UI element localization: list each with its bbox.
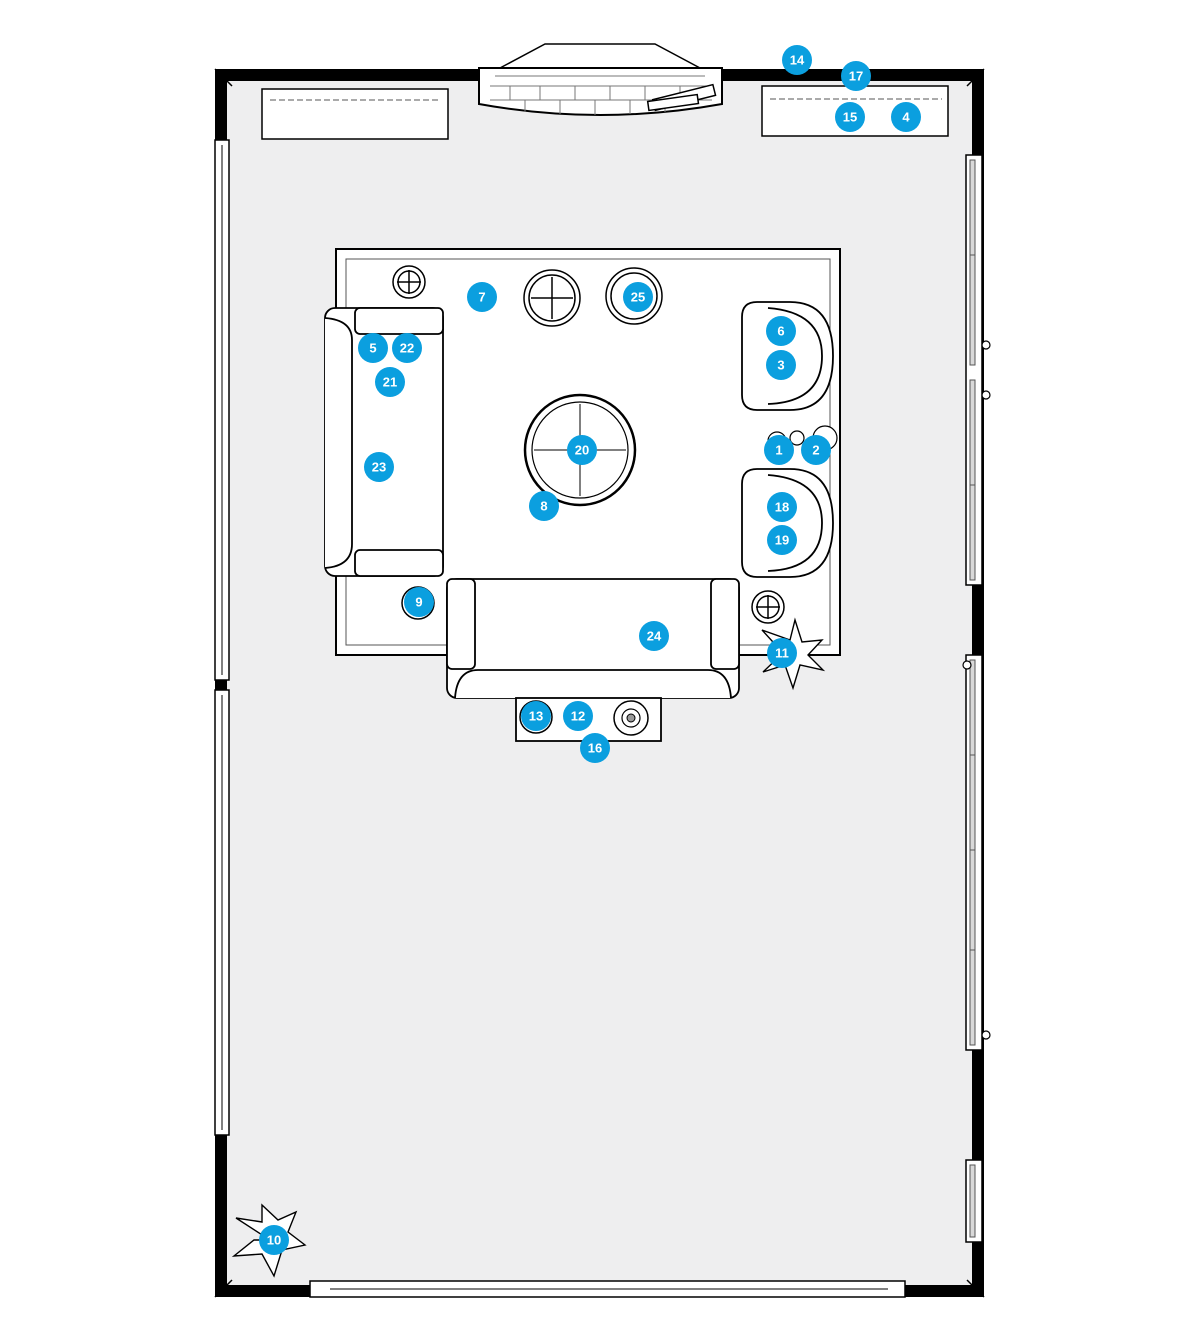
marker-badge: [563, 701, 593, 731]
marker-label: 10: [267, 1233, 281, 1248]
marker-label: 22: [400, 341, 414, 356]
marker-badge: [567, 435, 597, 465]
marker-badge: [467, 282, 497, 312]
marker-23: 23: [364, 452, 394, 482]
marker-badge: [375, 367, 405, 397]
marker-label: 4: [902, 110, 910, 125]
wall-corners: [214, 68, 985, 1298]
marker-badge: [766, 350, 796, 380]
marker-badge: [639, 621, 669, 651]
marker-12: 12: [563, 701, 593, 731]
marker-badge: [767, 525, 797, 555]
marker-badge: [801, 435, 831, 465]
marker-badge: [358, 333, 388, 363]
marker-7: 7: [467, 282, 497, 312]
marker-19: 19: [767, 525, 797, 555]
marker-2: 2: [801, 435, 831, 465]
marker-label: 5: [369, 341, 376, 356]
marker-label: 19: [775, 533, 789, 548]
console-top-left: [261, 88, 449, 140]
marker-badge: [766, 316, 796, 346]
marker-label: 23: [372, 460, 386, 475]
marker-label: 6: [777, 324, 784, 339]
marker-badge: [529, 491, 559, 521]
marker-22: 22: [392, 333, 422, 363]
marker-13: 13: [521, 701, 551, 731]
marker-badge: [521, 701, 551, 731]
marker-label: 17: [849, 69, 863, 84]
marker-17: 17: [841, 61, 871, 91]
marker-badge: [580, 733, 610, 763]
marker-label: 24: [647, 629, 662, 644]
marker-badge: [623, 282, 653, 312]
marker-label: 21: [383, 375, 397, 390]
marker-badge: [764, 435, 794, 465]
marker-11: 11: [767, 638, 797, 668]
door-handles: [962, 340, 991, 1040]
marker-24: 24: [639, 621, 669, 651]
marker-21: 21: [375, 367, 405, 397]
marker-20: 20: [567, 435, 597, 465]
marker-label: 20: [575, 443, 589, 458]
marker-16: 16: [580, 733, 610, 763]
marker-badge: [404, 587, 434, 617]
marker-label: 2: [812, 443, 819, 458]
marker-label: 7: [478, 290, 485, 305]
left-windows: [214, 139, 230, 1136]
marker-label: 11: [775, 646, 789, 661]
marker-4: 4: [891, 102, 921, 132]
marker-badge: [782, 45, 812, 75]
marker-9: 9: [404, 587, 434, 617]
marker-label: 13: [529, 709, 543, 724]
marker-25: 25: [623, 282, 653, 312]
marker-10: 10: [259, 1225, 289, 1255]
marker-badge: [841, 61, 871, 91]
marker-15: 15: [835, 102, 865, 132]
marker-badge: [767, 492, 797, 522]
marker-label: 15: [843, 110, 857, 125]
marker-badge: [392, 333, 422, 363]
marker-badge: [835, 102, 865, 132]
marker-badge: [767, 638, 797, 668]
marker-label: 8: [540, 499, 547, 514]
marker-14: 14: [782, 45, 812, 75]
marker-8: 8: [529, 491, 559, 521]
bottom-window: [309, 1280, 906, 1298]
marker-1: 1: [764, 435, 794, 465]
marker-label: 9: [415, 595, 422, 610]
marker-badge: [259, 1225, 289, 1255]
marker-label: 14: [790, 53, 805, 68]
marker-badge: [891, 102, 921, 132]
marker-3: 3: [766, 350, 796, 380]
marker-label: 12: [571, 709, 585, 724]
door-panels: [969, 159, 976, 1238]
marker-6: 6: [766, 316, 796, 346]
sofa-left: [324, 307, 444, 577]
marker-label: 16: [588, 741, 602, 756]
marker-label: 25: [631, 290, 645, 305]
marker-18: 18: [767, 492, 797, 522]
marker-label: 3: [777, 358, 784, 373]
marker-5: 5: [358, 333, 388, 363]
marker-label: 18: [775, 500, 789, 515]
marker-badge: [364, 452, 394, 482]
marker-label: 1: [775, 443, 782, 458]
sofa-bottom: [446, 578, 740, 699]
fireplace: [478, 43, 723, 116]
